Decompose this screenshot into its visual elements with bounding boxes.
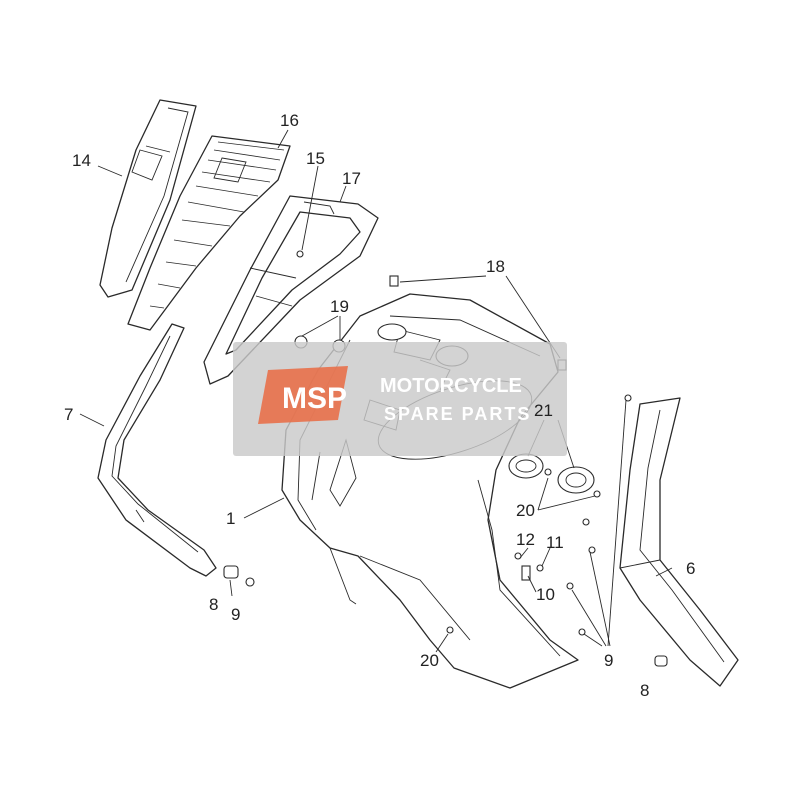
label-part-11: 11 bbox=[546, 533, 564, 552]
part-21-round-covers bbox=[508, 453, 595, 494]
part-17-inner-frame bbox=[203, 195, 379, 385]
label-part-19: 19 bbox=[330, 297, 349, 316]
label-part-10: 10 bbox=[536, 585, 555, 604]
label-part-14: 14 bbox=[72, 151, 91, 170]
watermark-logo: MSP bbox=[258, 366, 348, 424]
watermark-line1: MOTORCYCLE bbox=[380, 375, 522, 397]
leader-lines bbox=[79, 129, 673, 653]
label-part-18: 18 bbox=[486, 257, 505, 276]
part-14-upper-trim bbox=[99, 99, 197, 298]
label-part-16: 16 bbox=[280, 111, 299, 130]
label-part-9-left: 9 bbox=[231, 605, 240, 624]
label-part-6: 6 bbox=[686, 559, 695, 578]
label-part-9-right: 9 bbox=[604, 651, 613, 670]
part-7-side-trim bbox=[97, 323, 217, 577]
label-part-20-lower: 20 bbox=[420, 651, 439, 670]
label-part-20-upper: 20 bbox=[516, 501, 535, 520]
label-part-7: 7 bbox=[64, 405, 73, 424]
label-part-8-left: 8 bbox=[209, 595, 218, 614]
part-16-grille-cover bbox=[127, 135, 291, 331]
label-part-15: 15 bbox=[306, 149, 325, 168]
watermark-line2: SPARE PARTS bbox=[384, 404, 531, 424]
part-6-side-panel bbox=[619, 397, 739, 687]
label-part-17: 17 bbox=[342, 169, 361, 188]
label-part-1: 1 bbox=[226, 509, 235, 528]
label-part-12: 12 bbox=[516, 530, 535, 549]
watermark: MSP MOTORCYCLE SPARE PARTS bbox=[233, 342, 567, 456]
label-part-8-right: 8 bbox=[640, 681, 649, 700]
part-labels: 14 16 15 17 18 19 7 21 20 1 12 11 6 10 8… bbox=[64, 111, 695, 700]
svg-text:MSP: MSP bbox=[282, 382, 347, 415]
label-part-21: 21 bbox=[534, 401, 553, 420]
